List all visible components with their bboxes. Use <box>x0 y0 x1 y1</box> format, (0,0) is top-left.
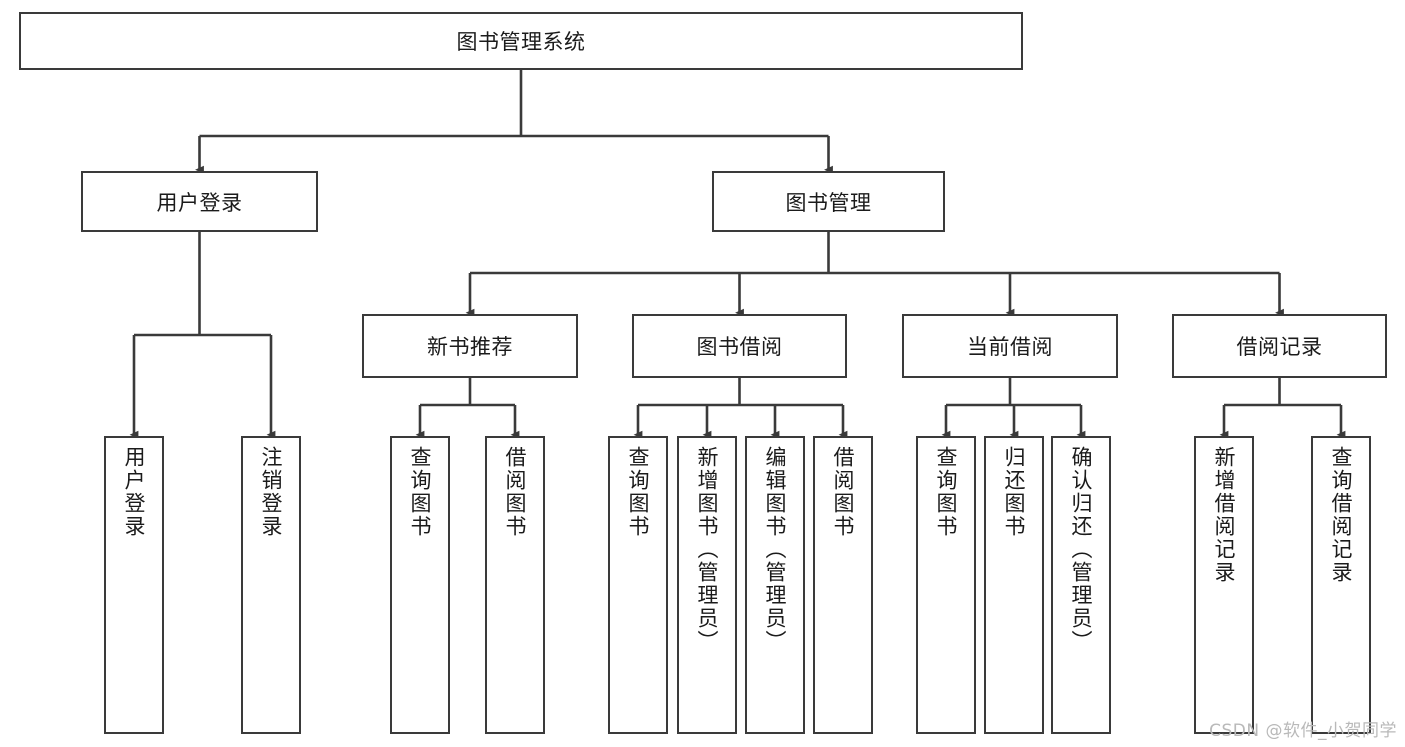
node-label: 查询图书 <box>626 446 651 538</box>
node-label: 图书管理 <box>785 190 872 215</box>
node-label: 注销登录 <box>259 446 284 538</box>
node-new-book-recommend[interactable]: 新书推荐 <box>362 314 578 378</box>
node-borrow-record[interactable]: 借阅记录 <box>1172 314 1387 378</box>
node-leaf-edit-book-admin[interactable]: 编辑图书（管理员） <box>745 436 805 734</box>
node-root[interactable]: 图书管理系统 <box>19 12 1023 70</box>
node-leaf-query-book-current[interactable]: 查询图书 <box>916 436 976 734</box>
node-label: 图书管理系统 <box>456 30 586 54</box>
node-leaf-add-book-admin[interactable]: 新增图书（管理员） <box>677 436 737 734</box>
node-label: 借阅记录 <box>1236 335 1323 359</box>
node-leaf-borrow-book[interactable]: 借阅图书 <box>813 436 873 734</box>
node-label: 新书推荐 <box>427 335 513 359</box>
node-leaf-logout-login[interactable]: 注销登录 <box>241 436 301 734</box>
node-leaf-return-book[interactable]: 归还图书 <box>984 436 1044 734</box>
node-leaf-confirm-return-admin[interactable]: 确认归还（管理员） <box>1051 436 1111 734</box>
node-label: 图书借阅 <box>696 335 783 359</box>
node-label: 新增图书（管理员） <box>695 446 720 653</box>
node-label: 用户登录 <box>122 446 147 538</box>
node-label: 查询图书 <box>408 446 433 538</box>
node-label: 用户登录 <box>156 190 243 215</box>
node-label: 归还图书 <box>1002 446 1027 538</box>
node-current-borrow[interactable]: 当前借阅 <box>902 314 1118 378</box>
node-label: 查询借阅记录 <box>1329 446 1354 584</box>
node-leaf-query-book-borrow[interactable]: 查询图书 <box>608 436 668 734</box>
node-book-manage[interactable]: 图书管理 <box>712 171 945 232</box>
node-leaf-query-book-new[interactable]: 查询图书 <box>390 436 450 734</box>
node-label: 借阅图书 <box>831 446 856 538</box>
node-label: 查询图书 <box>934 446 959 538</box>
node-leaf-borrow-book-new[interactable]: 借阅图书 <box>485 436 545 734</box>
node-label: 新增借阅记录 <box>1212 446 1237 584</box>
node-book-borrow[interactable]: 图书借阅 <box>632 314 847 378</box>
node-label: 借阅图书 <box>503 446 528 538</box>
node-leaf-add-borrow-record[interactable]: 新增借阅记录 <box>1194 436 1254 734</box>
node-label: 编辑图书（管理员） <box>763 446 788 653</box>
node-leaf-query-borrow-record[interactable]: 查询借阅记录 <box>1311 436 1371 734</box>
node-label: 确认归还（管理员） <box>1069 446 1094 653</box>
node-label: 当前借阅 <box>967 335 1053 359</box>
csdn-watermark: CSDN @软件_小贺同学 <box>1209 721 1397 741</box>
node-leaf-user-login[interactable]: 用户登录 <box>104 436 164 734</box>
node-user-login[interactable]: 用户登录 <box>81 171 318 232</box>
